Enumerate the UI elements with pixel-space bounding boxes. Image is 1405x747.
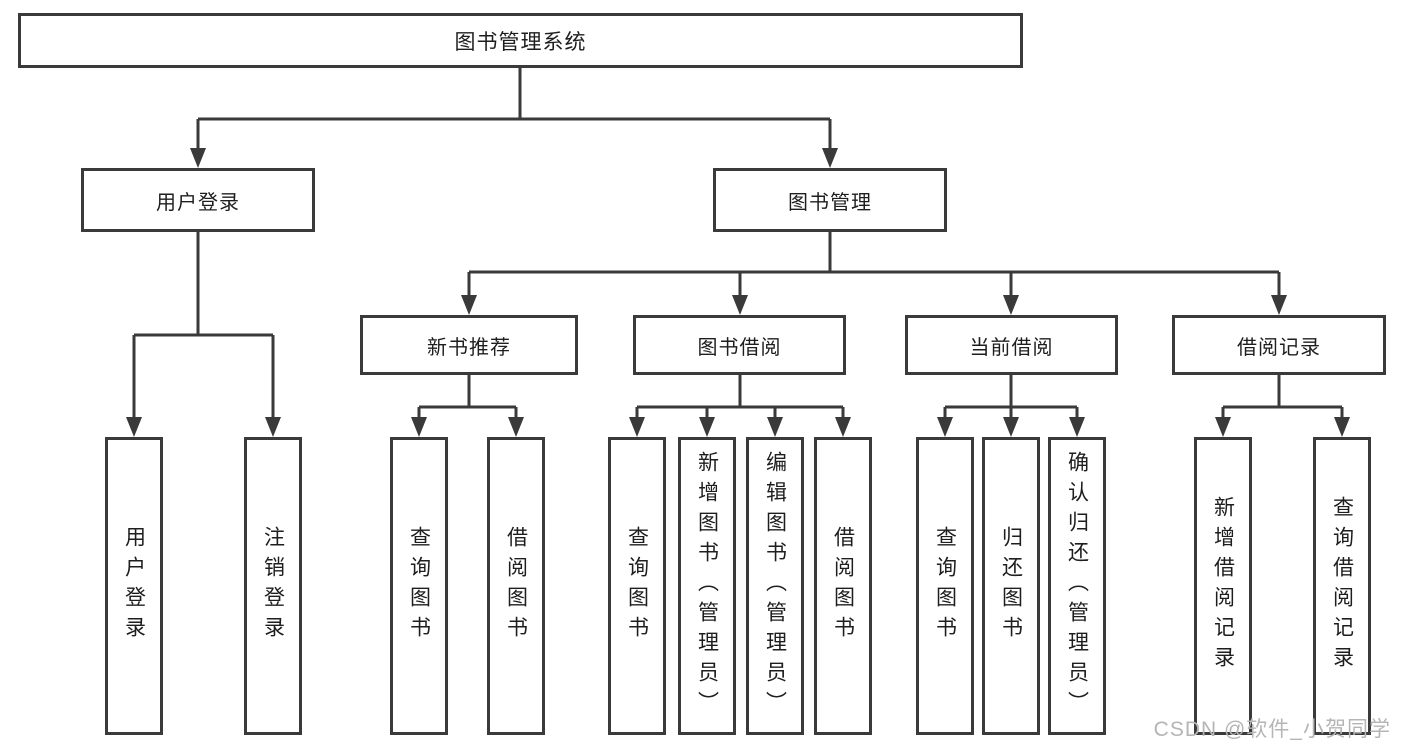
connector-borrow-record-children <box>1215 375 1350 437</box>
node-label: 借阅记录 <box>1237 336 1321 359</box>
leaf-query-books-1: 查询图书 <box>390 437 448 735</box>
node-label: 当前借阅 <box>969 336 1054 359</box>
leaf-label: 查询借阅记录 <box>1330 496 1354 676</box>
node-user-login: 用户登录 <box>81 168 315 232</box>
leaf-label: 新增借阅记录 <box>1211 496 1235 676</box>
node-label: 图书管理 <box>788 191 872 214</box>
leaf-label: 查询图书 <box>625 526 649 646</box>
csdn-watermark: CSDN @软件_小贺同学 <box>1153 718 1391 741</box>
leaf-label: 确认归还（管理员） <box>1065 451 1089 721</box>
leaf-query-borrow-record: 查询借阅记录 <box>1313 437 1371 735</box>
node-new-book-recommend: 新书推荐 <box>360 315 578 375</box>
node-book-borrow: 图书借阅 <box>633 315 846 375</box>
leaf-query-books-2: 查询图书 <box>608 437 666 735</box>
node-book-management: 图书管理 <box>713 168 947 232</box>
leaf-label: 新增图书（管理员） <box>695 451 719 721</box>
leaf-add-books-admin: 新增图书（管理员） <box>678 437 736 735</box>
node-label: 图书管理系统 <box>454 30 587 54</box>
leaf-return-books: 归还图书 <box>982 437 1040 735</box>
leaf-add-borrow-record: 新增借阅记录 <box>1194 437 1252 735</box>
node-current-borrow: 当前借阅 <box>905 315 1118 375</box>
connector-book-borrow-children <box>629 375 851 437</box>
leaf-label: 注销登录 <box>261 526 285 646</box>
connector-new-book-children <box>411 375 524 437</box>
leaf-label: 查询图书 <box>933 526 957 646</box>
leaf-label: 编辑图书（管理员） <box>763 451 787 721</box>
node-borrow-record: 借阅记录 <box>1172 315 1386 375</box>
leaf-label: 查询图书 <box>407 526 431 646</box>
connector-book-mgmt-children <box>461 232 1287 315</box>
leaf-borrow-books-2: 借阅图书 <box>814 437 872 735</box>
node-label: 新书推荐 <box>427 336 511 359</box>
leaf-label: 借阅图书 <box>831 526 855 646</box>
node-label: 图书借阅 <box>697 336 782 359</box>
leaf-label: 借阅图书 <box>504 526 528 646</box>
leaf-user-login: 用户登录 <box>105 437 163 735</box>
leaf-logout: 注销登录 <box>244 437 302 735</box>
connector-root-to-level2 <box>190 68 838 168</box>
leaf-label: 用户登录 <box>122 526 146 646</box>
connector-user-login-children <box>126 232 281 437</box>
leaf-edit-books-admin: 编辑图书（管理员） <box>746 437 804 735</box>
leaf-query-books-3: 查询图书 <box>916 437 974 735</box>
leaf-confirm-return-admin: 确认归还（管理员） <box>1048 437 1106 735</box>
leaf-borrow-books-1: 借阅图书 <box>487 437 545 735</box>
connector-current-borrow-children <box>937 375 1085 437</box>
leaf-label: 归还图书 <box>999 526 1023 646</box>
node-library-management-system: 图书管理系统 <box>18 13 1023 68</box>
node-label: 用户登录 <box>156 191 240 214</box>
